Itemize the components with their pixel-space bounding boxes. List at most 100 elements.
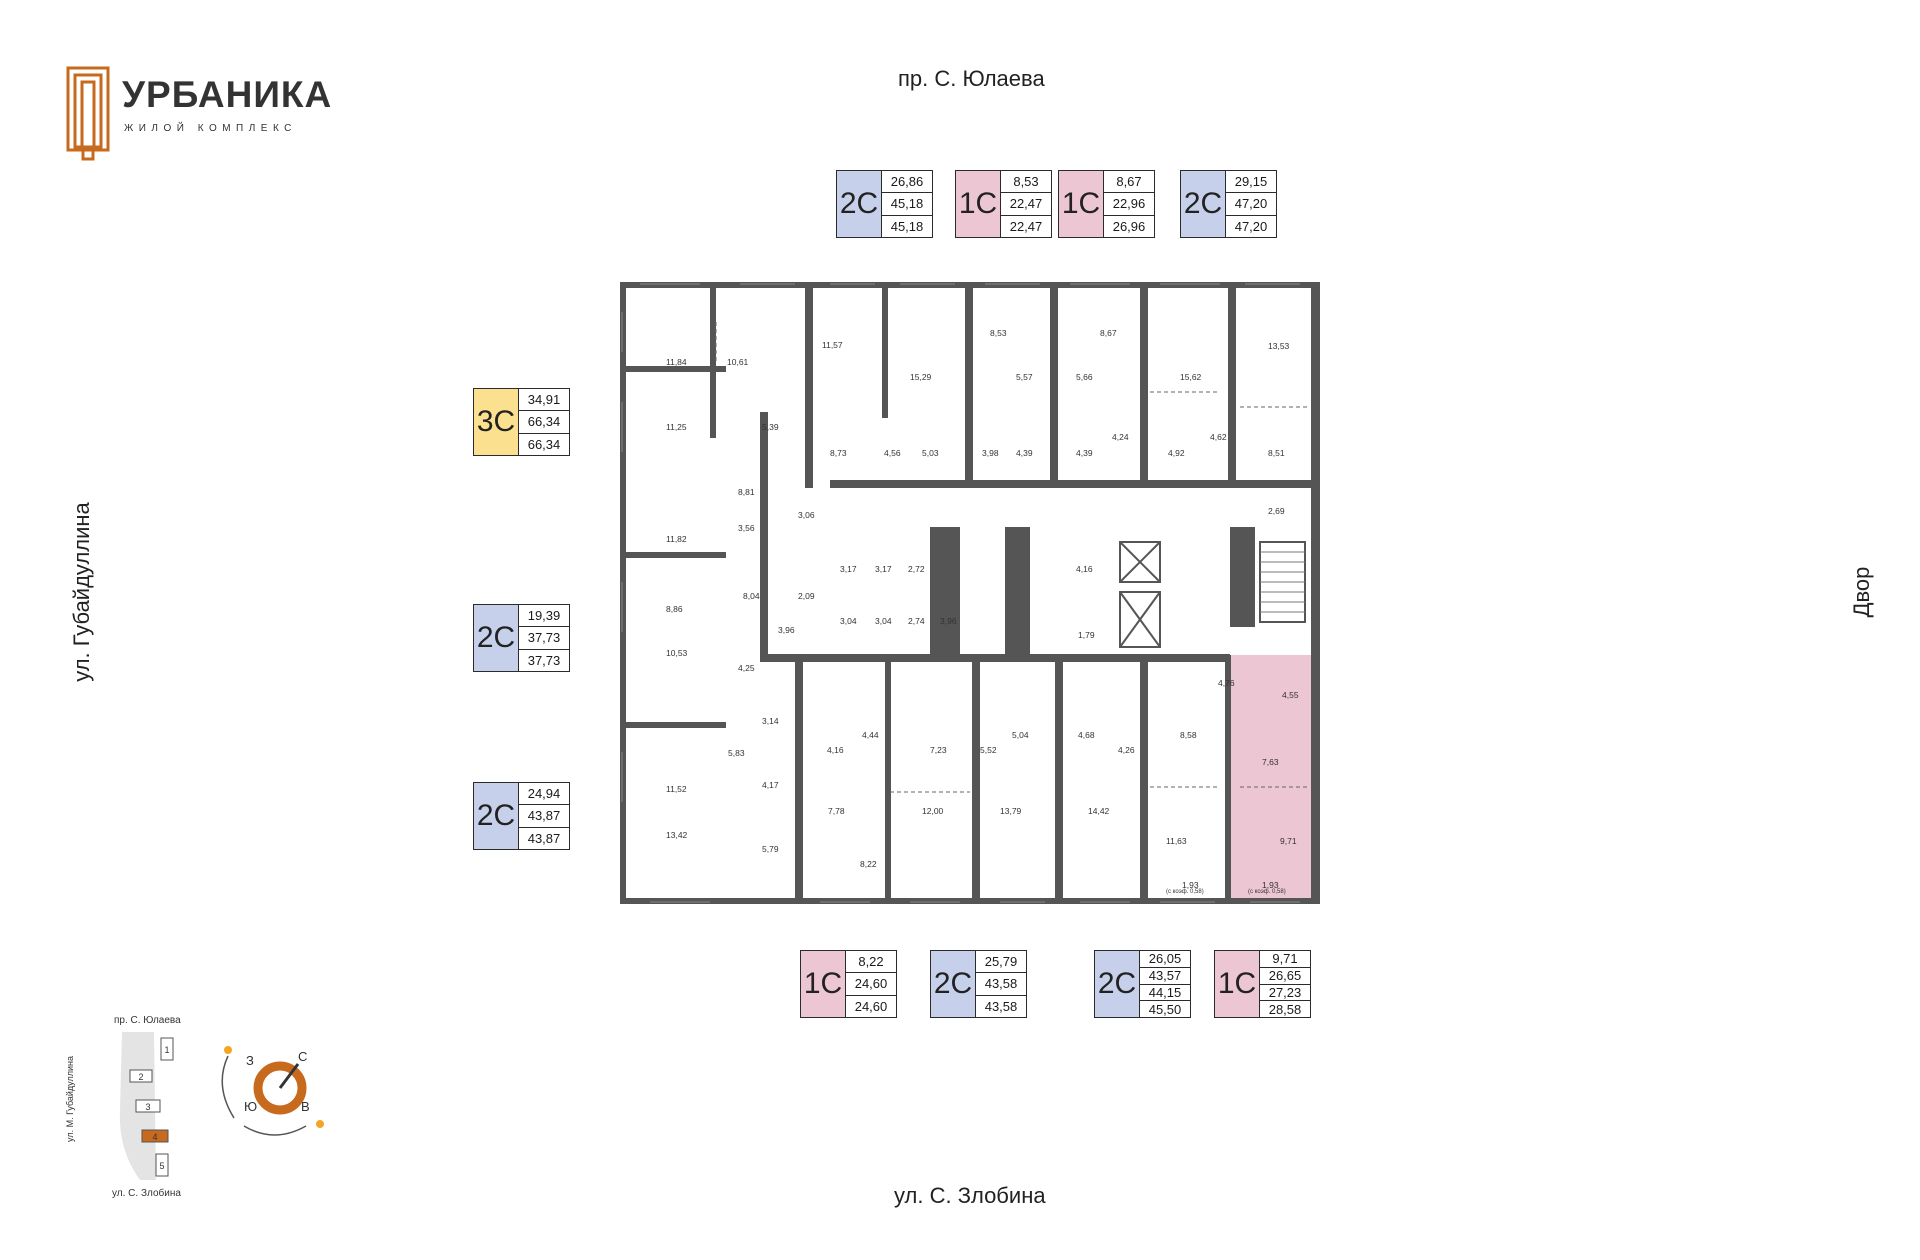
room-area: 15,62 (1180, 372, 1202, 382)
highlighted-apartment (1225, 655, 1311, 899)
room-area: 5,04 (1012, 730, 1029, 740)
area-value: 66,34 (527, 436, 561, 452)
minimap-bottom-street: ул. С. Злобина (112, 1188, 181, 1199)
room-area: 4,55 (1282, 690, 1299, 700)
room-area: 4,39 (1016, 448, 1033, 458)
area-value: 45,18 (890, 218, 924, 234)
apartment-type: 2С (837, 171, 882, 237)
apartment-type: 1С (956, 171, 1001, 237)
apartment-type: 2С (1181, 171, 1226, 237)
room-area: 5,79 (762, 844, 779, 854)
room-area: 7,78 (828, 806, 845, 816)
room-area: 4,24 (1112, 432, 1129, 442)
compass-west: З (246, 1053, 254, 1068)
room-area: 3,56 (738, 523, 755, 533)
area-value: 26,65 (1260, 968, 1310, 985)
room-area: 3,06 (798, 510, 815, 520)
area-value: 26,05 (1140, 951, 1190, 968)
room-area: 8,81 (738, 487, 755, 497)
street-bottom: ул. С. Злобина (894, 1183, 1046, 1208)
area-value: 22,96 (1104, 193, 1154, 216)
compass-south: Ю (244, 1099, 258, 1114)
sun-icon (316, 1120, 324, 1128)
room-area: 14,42 (1088, 806, 1110, 816)
area-value: 43,58 (984, 998, 1018, 1014)
area-value: 47,20 (1226, 193, 1276, 216)
room-area: 3,96 (778, 625, 795, 635)
room-area: 3,17 (875, 564, 892, 574)
street-left: ул. Губайдуллина (69, 502, 94, 682)
area-value: 27,23 (1260, 985, 1310, 1002)
room-area: 11,25 (666, 422, 687, 432)
room-area: 11,63 (1166, 836, 1187, 846)
room-area: 2,09 (798, 591, 815, 601)
building-number: 4 (152, 1132, 157, 1142)
building-number: 2 (138, 1072, 143, 1082)
room-area: 3,04 (840, 616, 857, 626)
room-area: 4,16 (1076, 564, 1093, 574)
area-value: 43,87 (519, 805, 569, 828)
apartment-type: 1С (1215, 951, 1260, 1017)
compass-north: С (298, 1049, 308, 1064)
compass-icon (221, 1046, 324, 1136)
room-area: 11,52 (666, 784, 687, 794)
area-value: 37,73 (527, 652, 561, 668)
room-area: 3,17 (840, 564, 857, 574)
room-area: 4,25 (738, 663, 755, 673)
site-minimap: 1 2 3 4 5 (119, 1032, 174, 1180)
room-area: 1,79 (1078, 630, 1095, 640)
area-value: 43,87 (527, 830, 561, 846)
room-area: 8,51 (1268, 448, 1285, 458)
area-value: 8,67 (1104, 171, 1154, 194)
area-value: 26,96 (1112, 218, 1146, 234)
room-area: 8,86 (666, 604, 683, 614)
room-area: 13,42 (666, 830, 688, 840)
apartment-type: 2С (931, 951, 976, 1017)
building-number: 5 (159, 1161, 164, 1171)
area-value: 8,53 (1001, 171, 1051, 194)
room-area: 5,83 (728, 748, 745, 758)
room-area: 4,44 (862, 730, 879, 740)
room-area: 4,62 (1210, 432, 1227, 442)
area-value: 25,79 (976, 951, 1026, 974)
room-area: 13,53 (1268, 341, 1290, 351)
area-value: 26,86 (882, 171, 932, 194)
area-value: 45,18 (882, 193, 932, 216)
room-area: 4,56 (884, 448, 901, 458)
room-area: 8,67 (1100, 328, 1117, 338)
room-area: 5,52 (980, 745, 997, 755)
area-value: 22,47 (1009, 218, 1043, 234)
room-area: 3,14 (762, 716, 779, 726)
room-area: 15,29 (910, 372, 932, 382)
apartment-type: 2С (1095, 951, 1140, 1017)
area-value: 24,60 (846, 973, 896, 996)
room-area-note: (с коэф. 0,58) (1166, 889, 1204, 895)
minimap-left-street: ул. М. Губайдуллина (65, 1056, 75, 1142)
room-area: 8,53 (990, 328, 1007, 338)
logo-icon (66, 66, 110, 161)
sun-icon (224, 1046, 232, 1054)
room-area: 8,58 (1180, 730, 1197, 740)
room-area: 12,00 (922, 806, 944, 816)
minimap-top-street: пр. С. Юлаева (114, 1015, 181, 1026)
area-value: 22,47 (1001, 193, 1051, 216)
room-area: 7,23 (930, 745, 947, 755)
room-area: 8,04 (743, 591, 760, 601)
area-value: 44,15 (1140, 985, 1190, 1002)
room-area: 11,57 (822, 340, 843, 350)
area-value: 45,50 (1148, 1001, 1182, 1017)
area-value: 37,73 (519, 627, 569, 650)
room-area: 5,57 (1016, 372, 1033, 382)
apartment-type: 1С (801, 951, 846, 1017)
